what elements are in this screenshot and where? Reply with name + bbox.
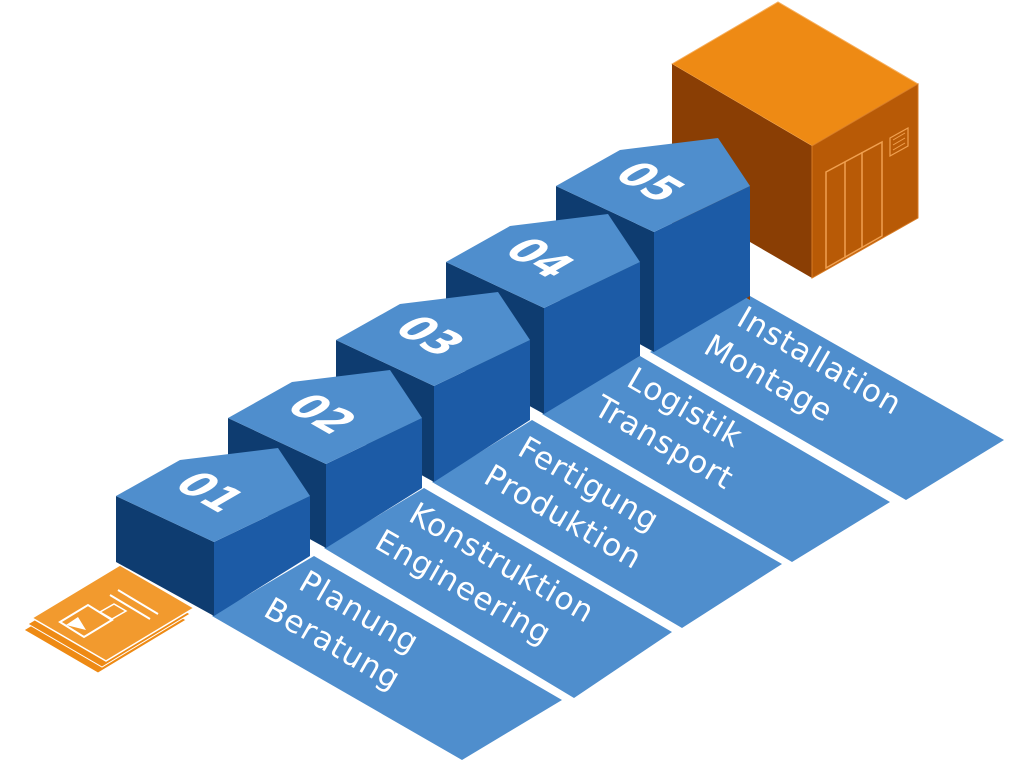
step-block-01: 01: [116, 448, 310, 616]
strip-step-04: Logistik Transport: [542, 356, 890, 562]
document-stack-icon: [23, 564, 196, 674]
